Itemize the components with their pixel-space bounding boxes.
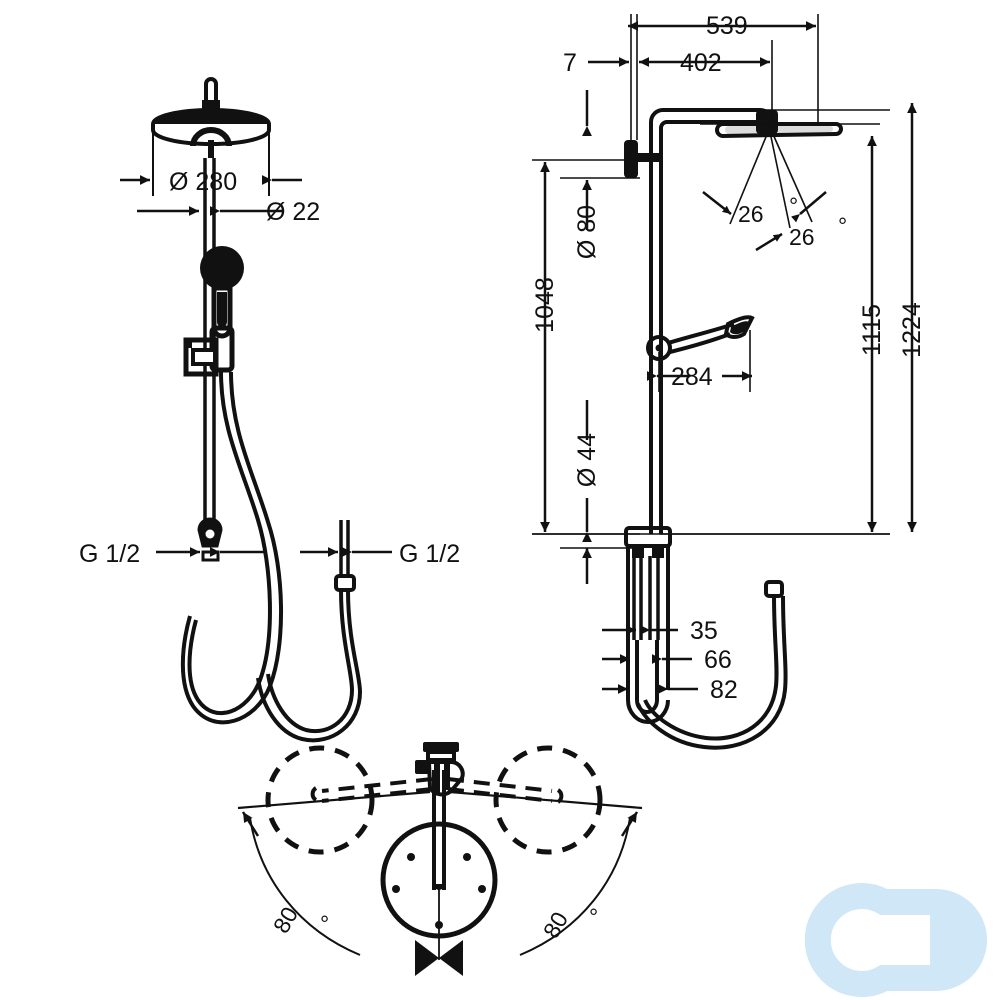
degree-symbol-left: ° bbox=[789, 193, 798, 219]
dim-label-82: 82 bbox=[710, 676, 738, 704]
dim-label-angle-26-right: 26 bbox=[789, 224, 815, 250]
dimension-g-half-right: G 1/2 bbox=[300, 540, 460, 568]
dimension-1224: 1224 bbox=[898, 103, 926, 532]
dimension-82: 82 bbox=[602, 676, 738, 704]
bolt-hole bbox=[478, 885, 486, 893]
dimension-dia-280: Ø 280 bbox=[120, 124, 302, 196]
dimension-dia-22: Ø 22 bbox=[137, 198, 320, 226]
dim-label-angle-80-right: 80 bbox=[538, 907, 573, 942]
bolt-hole bbox=[392, 885, 400, 893]
dim-label-angle-80-left: 80 bbox=[268, 902, 303, 937]
overhead-shower-front bbox=[151, 77, 271, 158]
dim-label-35: 35 bbox=[690, 617, 718, 645]
swivel-circle-left bbox=[265, 745, 375, 855]
reference-lines-side bbox=[532, 14, 890, 549]
shower-hose-side bbox=[636, 580, 788, 750]
dimension-angle-26-right: 26 ° bbox=[755, 131, 847, 252]
cd-logo-watermark bbox=[804, 883, 987, 997]
degree-symbol-right: ° bbox=[838, 213, 847, 239]
lower-body-side bbox=[624, 526, 672, 724]
dimension-1048: 1048 bbox=[531, 162, 559, 532]
degree-symbol-plan-left: ° bbox=[320, 911, 329, 937]
dimension-7: 7 bbox=[563, 49, 629, 77]
dimension-1115: 1115 bbox=[858, 136, 886, 532]
dimension-angle-80-right: 80 ° bbox=[519, 811, 639, 956]
dim-label-g-half-right: G 1/2 bbox=[399, 540, 460, 568]
dim-label-1048: 1048 bbox=[531, 277, 559, 333]
degree-symbol-plan-right: ° bbox=[589, 904, 598, 930]
dimension-35: 35 bbox=[602, 617, 718, 645]
bolt-hole bbox=[463, 853, 471, 861]
bolt-hole bbox=[407, 853, 415, 861]
hand-shower-side bbox=[646, 315, 755, 361]
bolt-hole bbox=[435, 921, 443, 929]
dimension-284: 284 bbox=[647, 330, 752, 392]
central-fitting-plan bbox=[415, 742, 465, 797]
riser-and-arm-side bbox=[649, 108, 774, 534]
plan-view: 80 ° 80 ° bbox=[237, 742, 643, 976]
dim-label-284: 284 bbox=[671, 363, 713, 391]
center-marker-plan bbox=[415, 940, 463, 976]
swivel-circle-right bbox=[493, 745, 603, 855]
dim-label-g-half-left: G 1/2 bbox=[79, 540, 140, 568]
side-elevation-view: 539 7 402 1224 1115 bbox=[531, 12, 926, 750]
dimension-dia-80: Ø 80 bbox=[573, 90, 601, 259]
dimension-angle-80-left: 80 ° bbox=[241, 811, 361, 956]
dimension-66: 66 bbox=[602, 646, 732, 674]
dim-label-7: 7 bbox=[563, 49, 577, 77]
dim-label-402: 402 bbox=[680, 49, 722, 77]
dimension-539: 539 bbox=[628, 12, 816, 40]
front-elevation-view: Ø 280 Ø 22 G 1/2 G 1/2 bbox=[79, 77, 460, 743]
hand-shower-front bbox=[200, 246, 244, 373]
g-half-connector-riser bbox=[197, 517, 223, 562]
dim-label-dia-44: Ø 44 bbox=[573, 433, 601, 487]
dim-label-66: 66 bbox=[704, 646, 732, 674]
shower-hose-front bbox=[180, 371, 283, 725]
dim-label-539: 539 bbox=[706, 12, 748, 40]
overhead-shower-side bbox=[715, 110, 843, 139]
dimension-402: 402 bbox=[639, 49, 770, 77]
dimension-dia-44: Ø 44 bbox=[573, 400, 601, 584]
dimension-angle-26-left: 26 ° bbox=[702, 131, 827, 229]
dimension-g-half-left: G 1/2 bbox=[79, 540, 264, 568]
dim-label-dia-280: Ø 280 bbox=[169, 168, 237, 196]
flange-plan bbox=[380, 821, 498, 939]
slide-bar-bracket-front bbox=[183, 337, 219, 377]
wall-bracket-side bbox=[624, 140, 660, 178]
dim-label-angle-26-left: 26 bbox=[738, 201, 764, 227]
dim-label-1115: 1115 bbox=[858, 304, 886, 356]
shaft-plan bbox=[432, 770, 446, 960]
dim-label-1224: 1224 bbox=[898, 302, 926, 358]
dim-label-dia-80: Ø 80 bbox=[573, 205, 601, 259]
angle-baseline bbox=[237, 790, 643, 810]
hose-end-connector-front bbox=[256, 520, 363, 743]
dim-label-dia-22: Ø 22 bbox=[266, 198, 320, 226]
